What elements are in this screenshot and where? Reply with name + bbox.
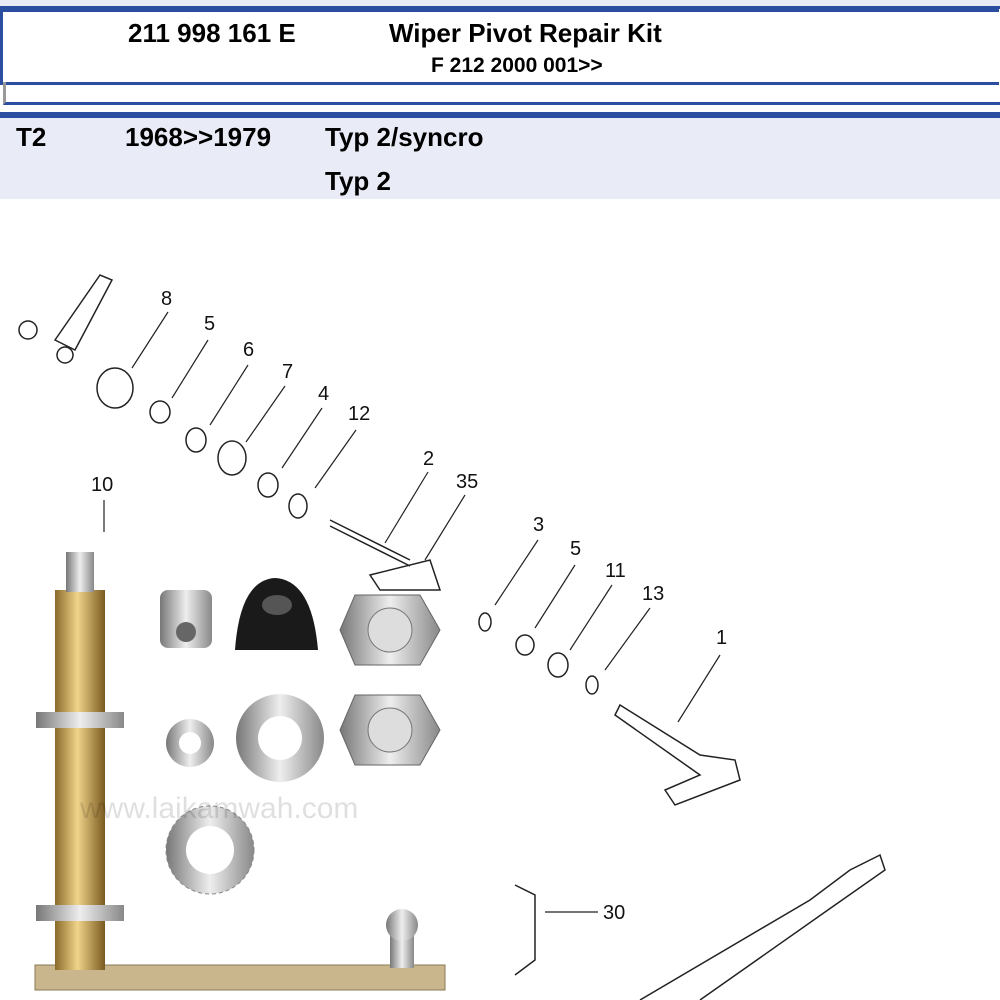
callout: 2	[423, 448, 434, 470]
divider	[3, 82, 1000, 105]
callout: 3	[533, 514, 544, 536]
vehicle-type-2: Typ 2	[325, 166, 391, 196]
callout: 7	[282, 361, 293, 383]
parts-diagram: www.laikamwah.com 8 5 6 7 4 12 2 35 3 5 …	[18, 274, 886, 1000]
callout: 10	[91, 474, 113, 496]
callout: 11	[605, 560, 626, 582]
kit-photo	[34, 552, 446, 991]
vehicle-type-1: Typ 2/syncro	[325, 122, 484, 152]
callout: 8	[161, 288, 172, 310]
callout: 5	[570, 538, 581, 560]
part-title: Wiper Pivot Repair Kit	[389, 18, 662, 48]
callout: 4	[318, 383, 329, 405]
watermark: www.laikamwah.com	[79, 792, 358, 825]
chassis-range: F 212 2000 001>>	[431, 54, 603, 77]
callout: 13	[642, 583, 664, 605]
callout: 35	[456, 471, 478, 493]
top-strip	[0, 0, 1000, 9]
callout: 5	[204, 313, 215, 335]
part-number: 211 998 161 E	[128, 18, 296, 48]
vehicle-years: 1968>>1979	[125, 122, 272, 152]
part-header: 211 998 161 E Wiper Pivot Repair Kit F 2…	[0, 9, 999, 85]
vehicle-row: T2 1968>>1979 Typ 2/syncro Typ 2	[0, 112, 1000, 199]
callout: 1	[716, 627, 727, 649]
callout: 12	[348, 403, 370, 425]
callout: 30	[603, 902, 625, 924]
exploded-line-drawing	[18, 274, 886, 1000]
vehicle-model: T2	[16, 122, 47, 152]
callout: 6	[243, 339, 254, 361]
callouts: 8 5 6 7 4 12 2 35 3 5 11 13 1 10 30	[91, 288, 727, 924]
